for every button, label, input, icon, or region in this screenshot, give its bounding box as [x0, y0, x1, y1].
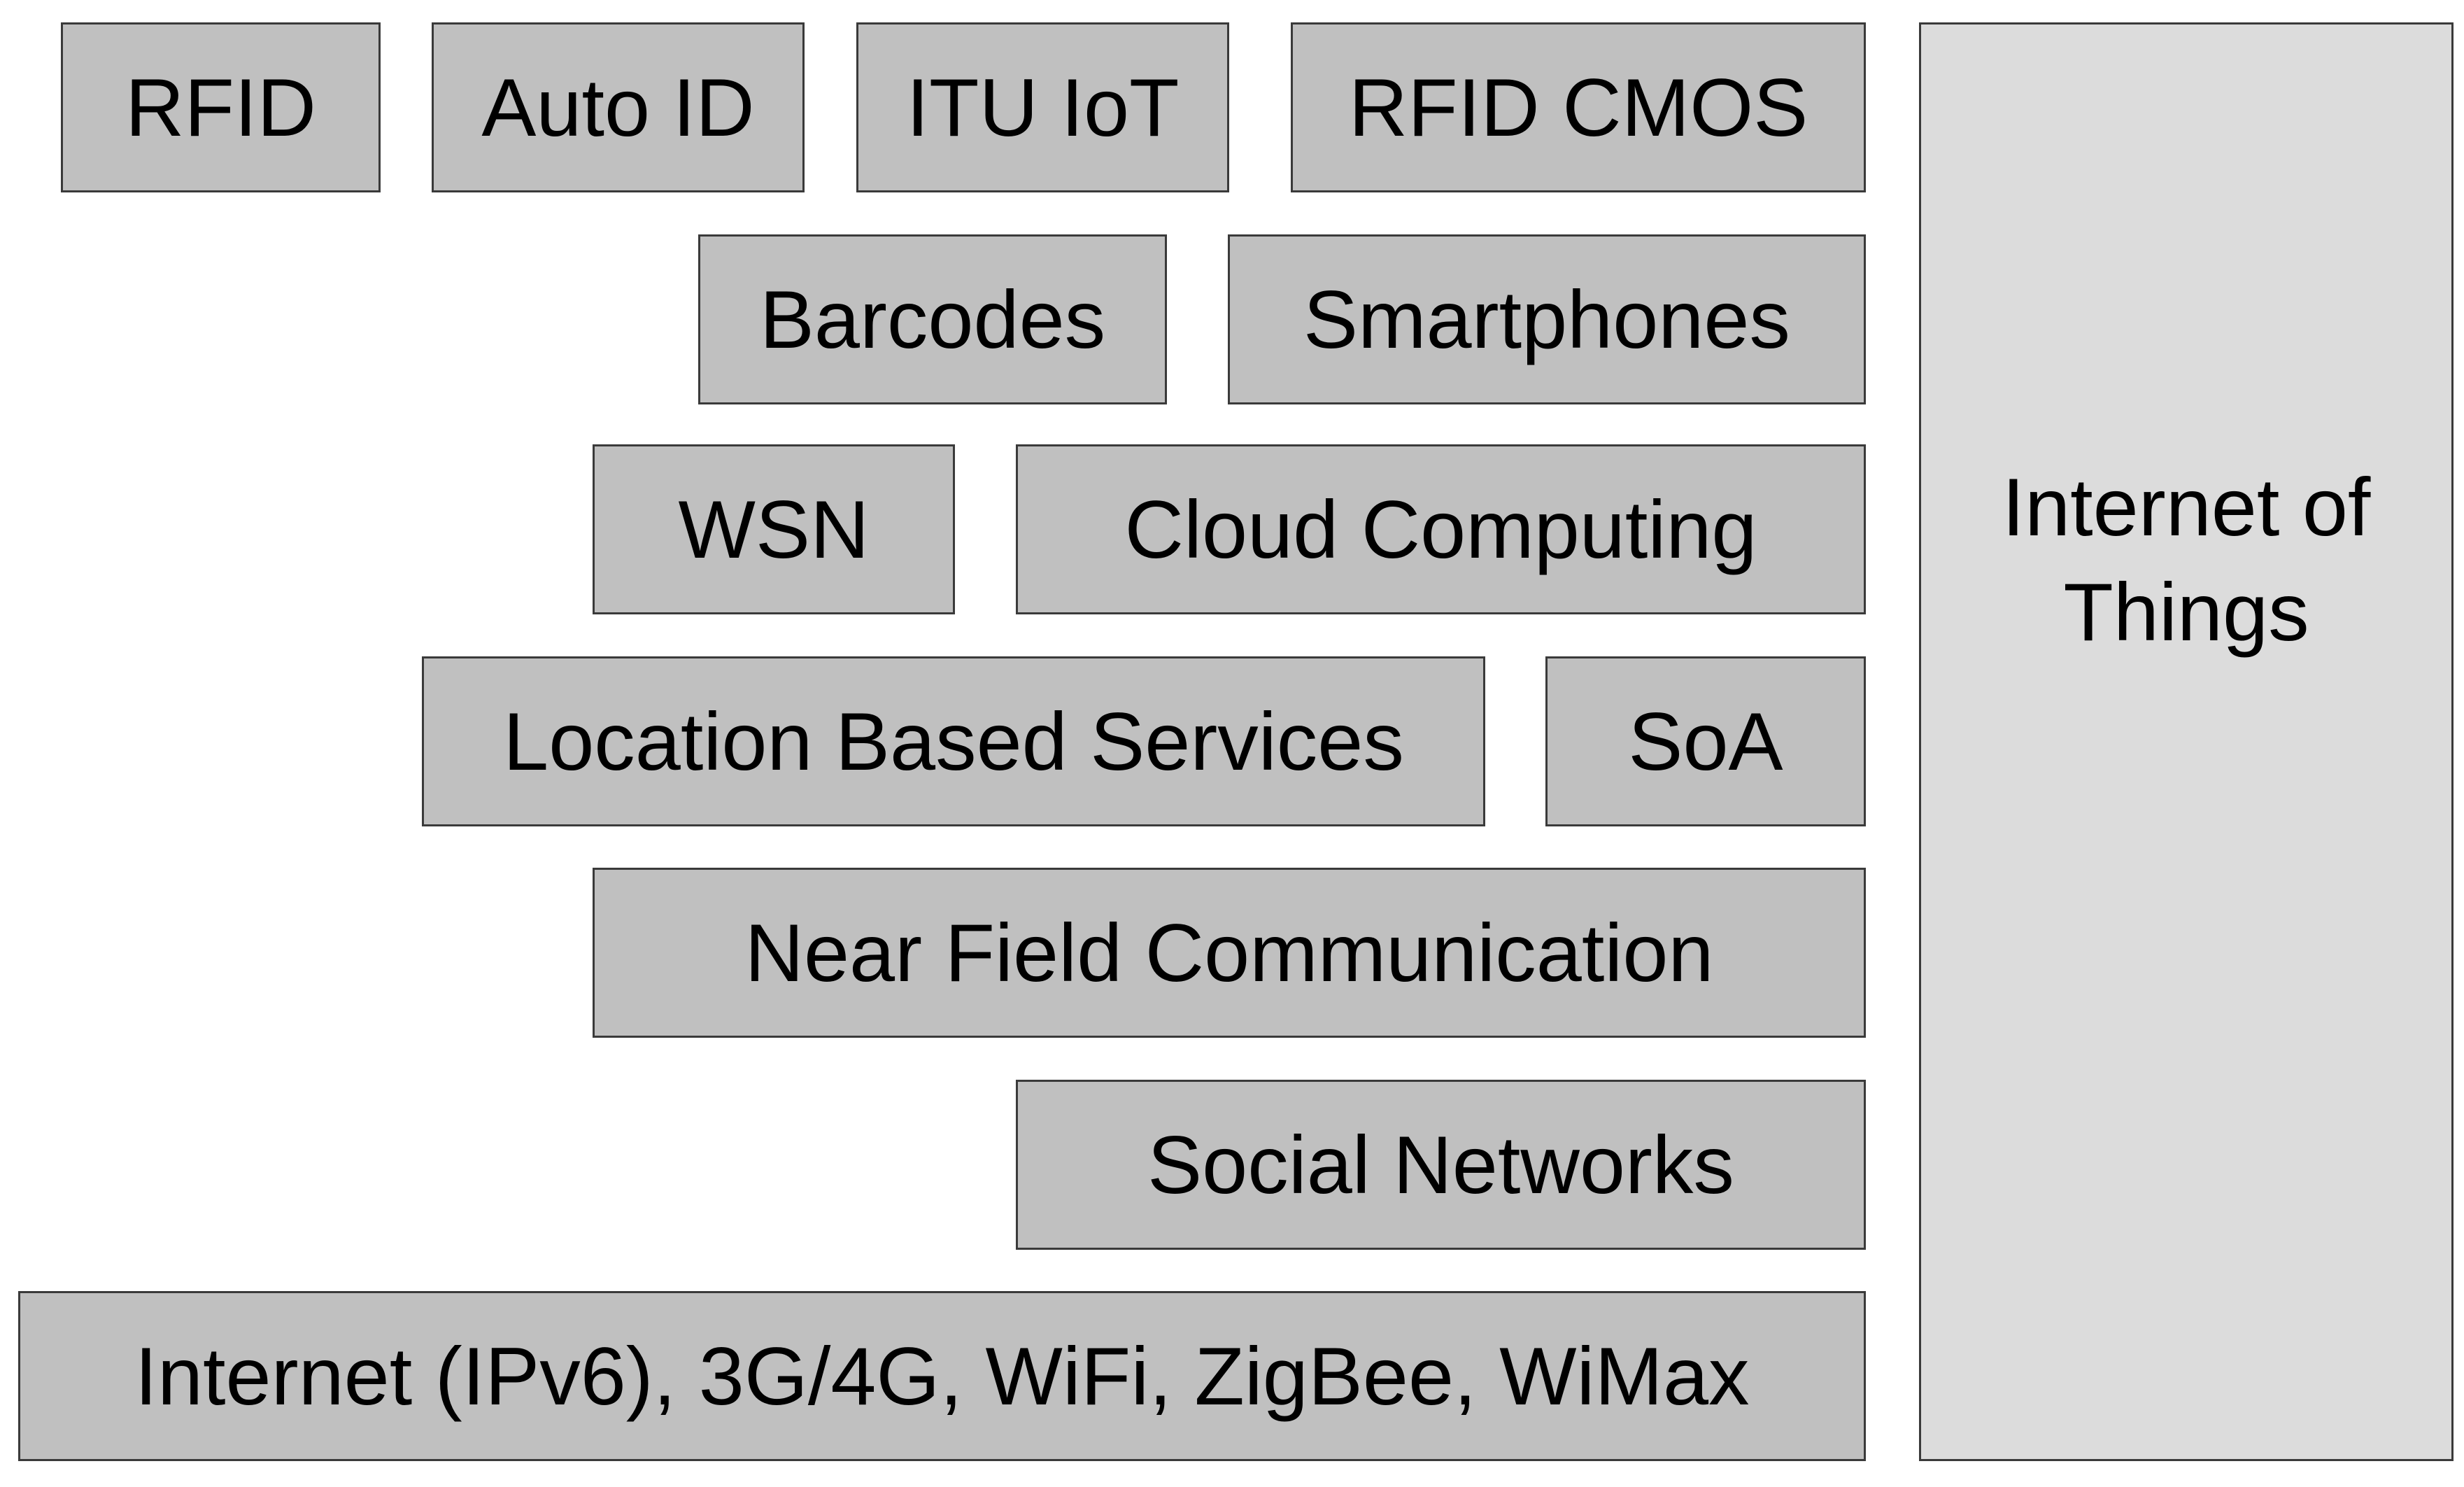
box-barcodes-label: Barcodes: [759, 274, 1106, 365]
box-itu-iot-label: ITU IoT: [906, 62, 1180, 153]
box-barcodes: Barcodes: [698, 234, 1167, 404]
internet-of-things-line-1: Internet of: [2002, 461, 2371, 554]
box-wsn: WSN: [593, 444, 955, 614]
box-itu-iot: ITU IoT: [856, 22, 1229, 192]
box-smartphones: Smartphones: [1228, 234, 1866, 404]
box-location-based-services-label: Location Based Services: [503, 696, 1404, 787]
box-rfid-cmos: RFID CMOS: [1291, 22, 1866, 192]
box-auto-id: Auto ID: [432, 22, 805, 192]
internet-of-things-line-2: Things: [2063, 566, 2309, 658]
box-rfid-label: RFID: [125, 62, 316, 153]
box-social-networks: Social Networks: [1016, 1080, 1866, 1250]
box-internet-connectivity: Internet (IPv6), 3G/4G, WiFi, ZigBee, Wi…: [18, 1291, 1866, 1461]
box-rfid-cmos-label: RFID CMOS: [1348, 62, 1808, 153]
box-soa-label: SoA: [1628, 696, 1783, 787]
box-internet-of-things: Internet of Things: [1919, 22, 2454, 1461]
box-location-based-services: Location Based Services: [422, 656, 1485, 826]
box-internet-connectivity-label: Internet (IPv6), 3G/4G, WiFi, ZigBee, Wi…: [134, 1330, 1750, 1422]
internet-of-things-label: Internet of Things: [1921, 461, 2451, 756]
box-cloud-computing: Cloud Computing: [1016, 444, 1866, 614]
box-auto-id-label: Auto ID: [481, 62, 755, 153]
box-rfid: RFID: [61, 22, 381, 192]
box-soa: SoA: [1545, 656, 1866, 826]
box-near-field-communication-label: Near Field Communication: [744, 907, 1714, 999]
box-smartphones-label: Smartphones: [1303, 274, 1790, 365]
box-near-field-communication: Near Field Communication: [593, 868, 1866, 1038]
box-social-networks-label: Social Networks: [1147, 1119, 1734, 1211]
box-wsn-label: WSN: [678, 484, 870, 575]
box-cloud-computing-label: Cloud Computing: [1124, 484, 1757, 575]
